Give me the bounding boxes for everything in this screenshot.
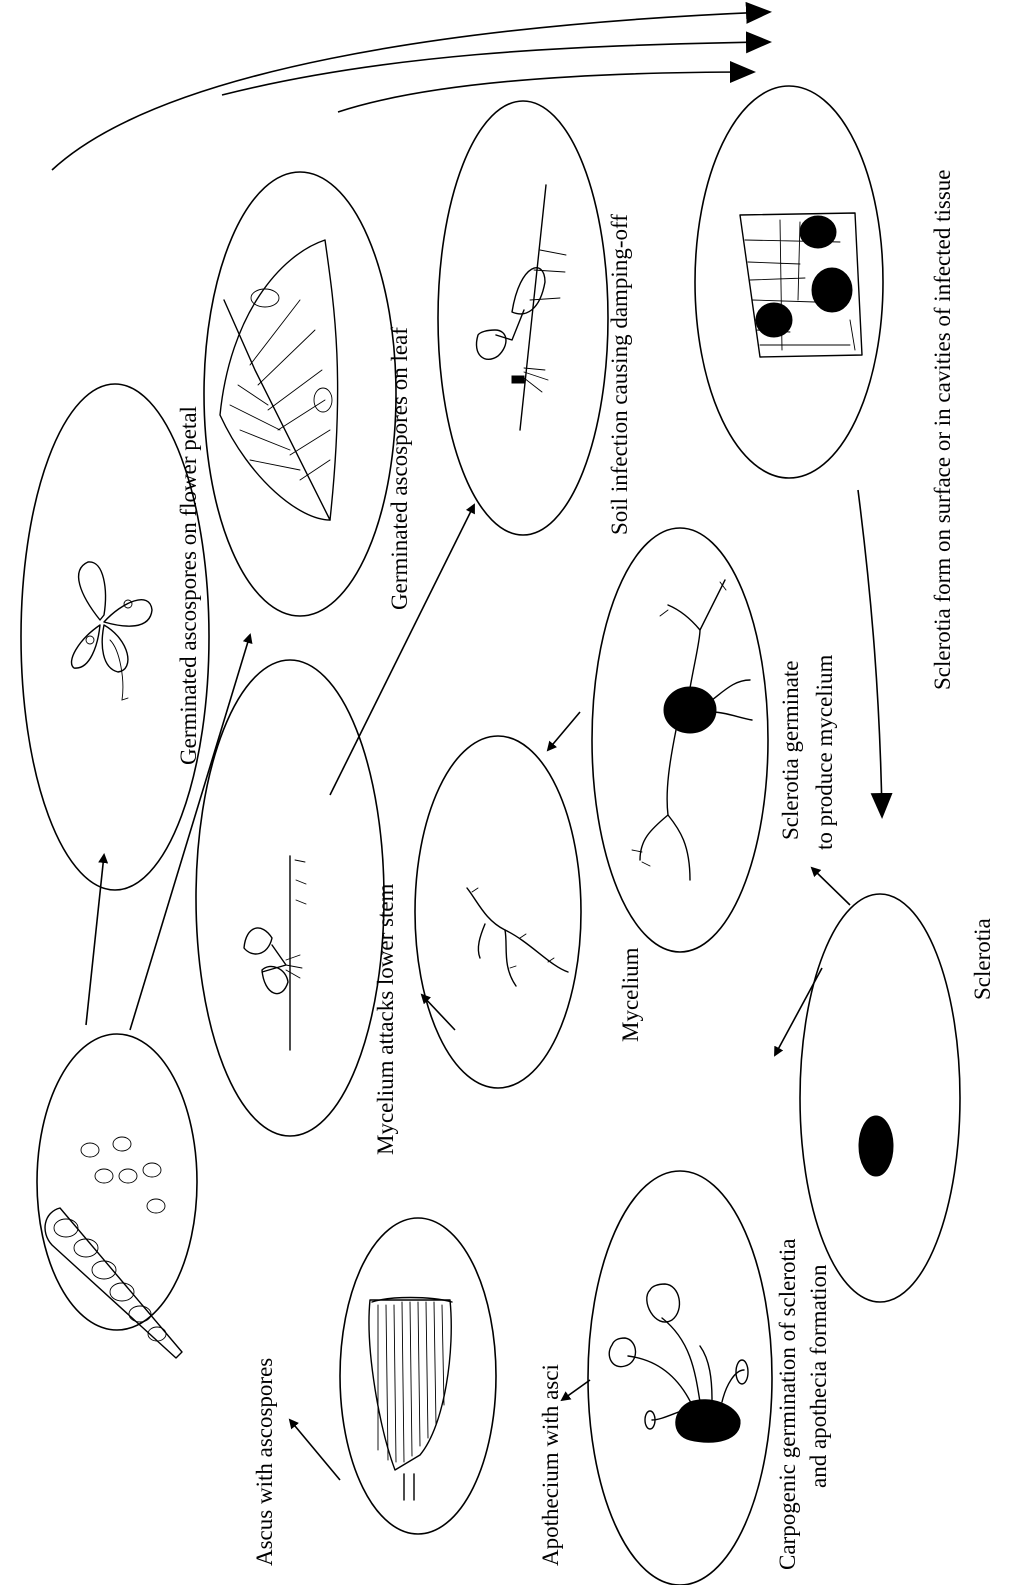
oval-sclerotia (800, 894, 960, 1302)
oval-apothecium (340, 1218, 496, 1534)
arrow-curve-middle (222, 42, 768, 95)
label-sclerotia: Sclerotia (970, 918, 995, 1000)
label-flower-petal: Germinated ascospores on flower petal (176, 406, 201, 765)
label-soil-infection: Soil infection causing damping-off (607, 214, 632, 535)
oval-leaf (204, 172, 396, 616)
oval-soil-infection (438, 101, 608, 535)
oval-mycelium (415, 736, 581, 1088)
label-mycelium-attacks: Mycelium attacks lower stem (373, 883, 398, 1155)
arrow-germinate-to-mycelium (548, 712, 580, 750)
label-apothecium: Apothecium with asci (538, 1364, 563, 1566)
arrow-tissue-to-sclerotia (858, 490, 882, 815)
oval-infected-tissue (695, 86, 883, 478)
arrow-carpogenic-to-apothecium (562, 1380, 590, 1400)
arrow-sclerotia-to-germinate (812, 868, 850, 905)
label-carpogenic-line2: and apothecia formation (806, 1264, 831, 1488)
label-mycelium: Mycelium (618, 947, 643, 1042)
label-sclerotia-germinate-line1: Sclerotia germinate (778, 661, 803, 840)
oval-ascus (37, 1034, 197, 1330)
label-ascus: Ascus with ascospores (252, 1358, 277, 1566)
arrow-curve-inner (338, 72, 752, 112)
label-leaf: Germinated ascospores on leaf (387, 327, 412, 610)
oval-carpogenic (588, 1171, 772, 1585)
arrow-apothecium-to-ascus (290, 1420, 340, 1480)
label-sclerotia-form: Sclerotia form on surface or in cavities… (930, 169, 955, 690)
label-sclerotia-germinate-line2: to produce mycelium (812, 654, 837, 850)
sclerotium-body (859, 1116, 893, 1176)
arrow-curve-outer (52, 12, 768, 170)
label-carpogenic-line1: Carpogenic germination of sclerotia (775, 1239, 800, 1570)
oval-sclerotia-germinate (592, 528, 768, 952)
